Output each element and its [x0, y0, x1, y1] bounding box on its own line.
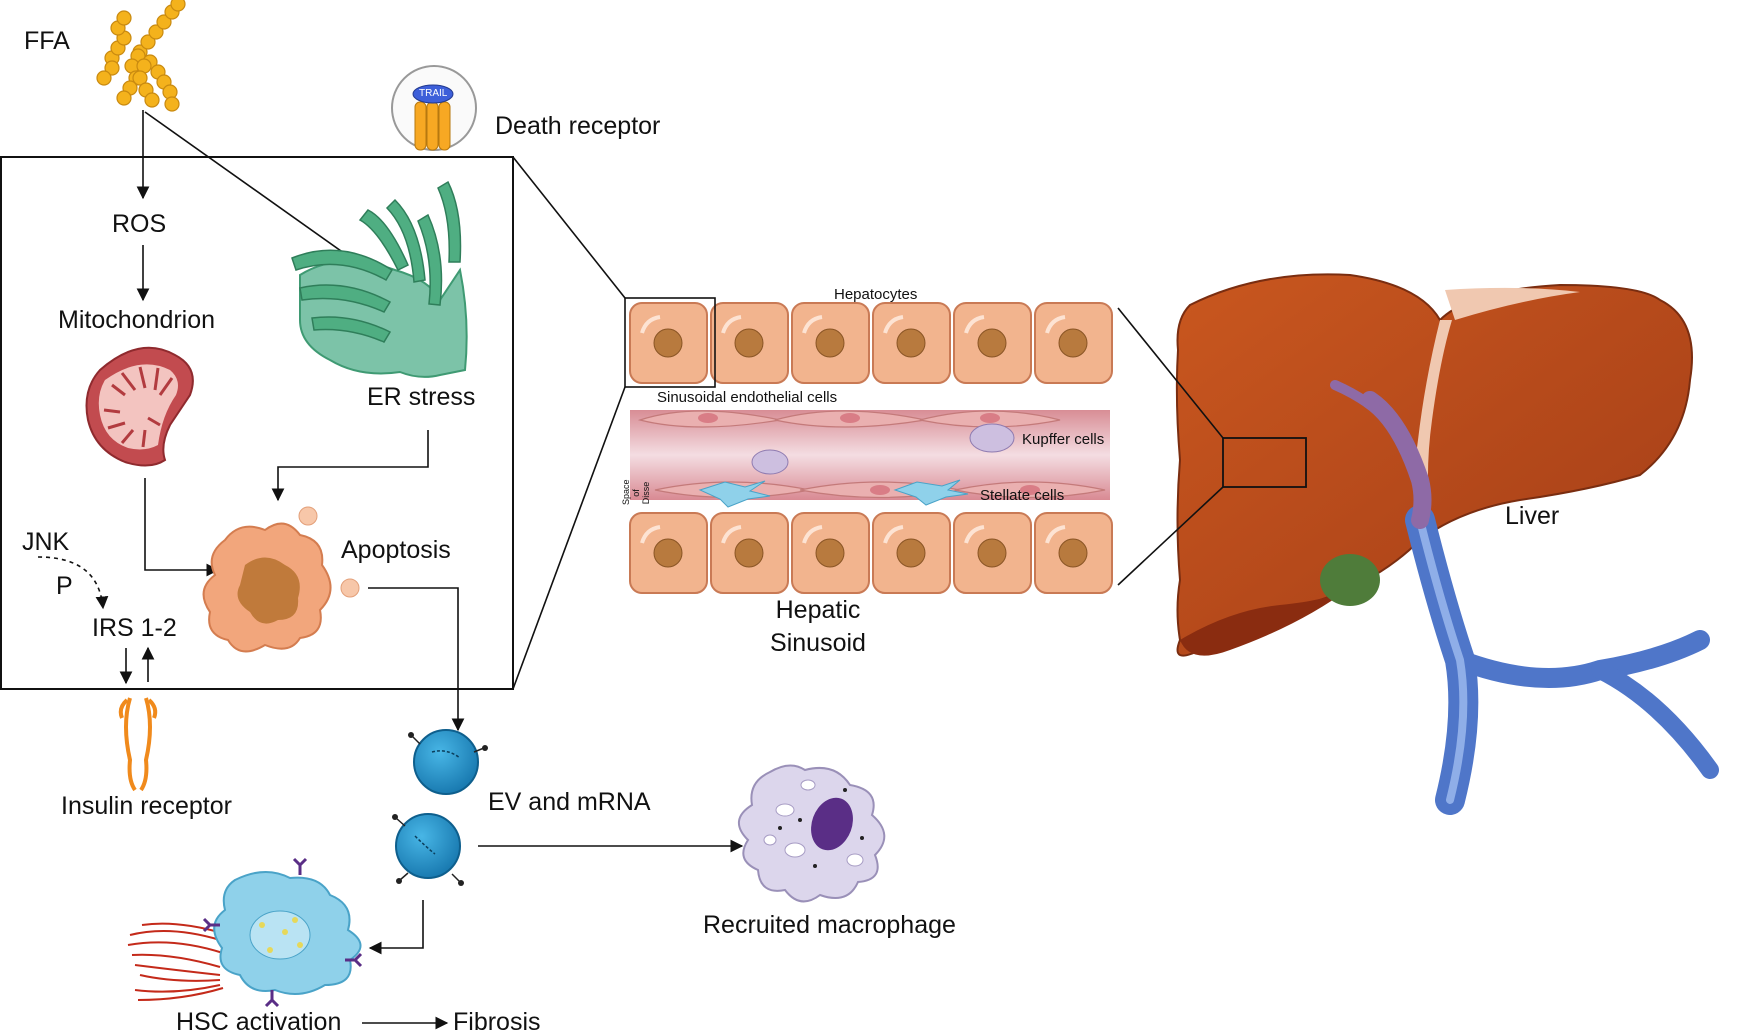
death-receptor-icon	[391, 65, 477, 151]
liver-label: Liver	[1505, 502, 1560, 530]
apoptotic-cell-icon	[202, 506, 360, 653]
irs-label: IRS 1-2	[92, 614, 177, 642]
extracellular-vesicle-icon	[408, 729, 488, 795]
death-receptor-label: Death receptor	[495, 112, 661, 140]
stellate-cell-icon	[698, 479, 969, 508]
hepatocytes-label: Hepatocytes	[834, 286, 918, 303]
mitochondrion-label: Mitochondrion	[58, 306, 216, 334]
insulin-receptor-icon	[118, 697, 158, 792]
trail-label: TRAIL	[419, 88, 448, 99]
ffa-label: FFA	[24, 27, 70, 55]
hepatocyte-row-top	[629, 302, 1113, 384]
stellate-cells-label: Stellate cells	[980, 487, 1065, 504]
hepatic-stellate-cell-icon	[127, 857, 363, 1008]
hepatocyte-detail-box	[0, 156, 514, 690]
kupffer-cell-icon	[969, 423, 1015, 453]
hepatocyte-zoom-box	[624, 297, 716, 388]
ffa-molecules-icon	[96, 0, 186, 112]
fibrosis-label: Fibrosis	[453, 1008, 541, 1034]
hsc-activation-label: HSC activation	[176, 1008, 342, 1034]
sinusoidal-endothelial-label: Sinusoidal endothelial cells	[657, 389, 838, 406]
pathway-arrows	[37, 110, 744, 1030]
sinusoid-lumen	[630, 410, 1110, 508]
mitochondrion-icon	[85, 346, 194, 467]
insulin-receptor-label: Insulin receptor	[61, 792, 232, 820]
kupffer-cells-label: Kupffer cells	[1022, 431, 1105, 448]
recruited-macrophage-label: Recruited macrophage	[703, 911, 956, 939]
liver-illustration	[1175, 273, 1719, 815]
hepatocyte-row-bottom	[629, 512, 1113, 594]
phosphorylation-label: P	[56, 572, 73, 600]
ros-label: ROS	[112, 210, 167, 238]
macrophage-icon	[738, 764, 886, 903]
extracellular-vesicle-icon	[392, 813, 464, 886]
apoptosis-label: Apoptosis	[341, 536, 451, 564]
er-stress-label: ER stress	[367, 383, 476, 411]
endoplasmic-reticulum-icon	[291, 180, 468, 378]
ev-mrna-label: EV and mRNA	[488, 788, 651, 816]
jnk-label: JNK	[22, 528, 70, 556]
liver-zoom-box	[1222, 437, 1307, 488]
